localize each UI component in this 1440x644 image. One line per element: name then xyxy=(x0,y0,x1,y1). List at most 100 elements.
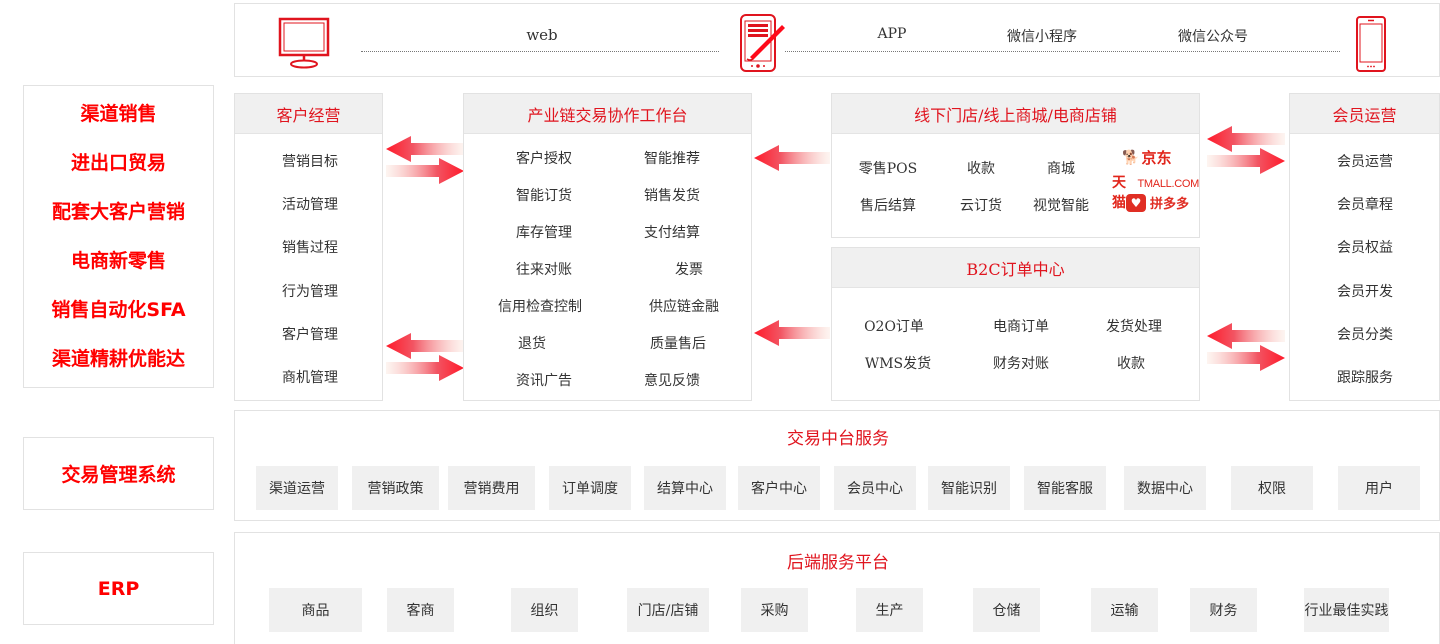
channel-app-label: APP xyxy=(877,26,907,42)
service-chip[interactable]: 智能识别 xyxy=(928,466,1010,510)
tmall-en-text: TMALL.COM xyxy=(1137,178,1200,190)
stores-item: 商城 xyxy=(1047,161,1075,177)
service-chip[interactable]: 门店/店铺 xyxy=(627,588,709,632)
service-chip[interactable]: 渠道运营 xyxy=(256,466,338,510)
scenario-label: 销售自动化SFA xyxy=(51,298,186,321)
transaction-system-box: 交易管理系统 xyxy=(23,437,214,510)
channel-bar: web APP 微信小程序 微信公众号 xyxy=(234,3,1440,77)
channel-wechat-official-label: 微信公众号 xyxy=(1178,29,1248,45)
b2c-item: 收款 xyxy=(1117,356,1145,372)
service-chip[interactable]: 商品 xyxy=(269,588,362,632)
member-ops-item: 会员权益 xyxy=(1337,240,1393,256)
workbench-item: 智能推荐 xyxy=(644,151,700,167)
bidirectional-arrow-icon xyxy=(1207,322,1285,372)
bidirectional-arrow-icon xyxy=(386,135,464,185)
jd-logo-text: 京东 xyxy=(1141,149,1172,167)
scenario-label: 渠道精耕优能达 xyxy=(51,347,185,370)
stores-item: 视觉智能 xyxy=(1033,198,1089,214)
bidirectional-arrow-icon xyxy=(1207,125,1285,175)
workbench-item: 发票 xyxy=(675,262,703,278)
scenario-label: 电商新零售 xyxy=(70,249,166,272)
b2c-title: B2C订单中心 xyxy=(832,248,1199,288)
customer-ops-item: 活动管理 xyxy=(282,197,338,213)
workbench-item: 资讯广告 xyxy=(516,373,572,389)
customer-ops-panel: 客户经营 营销目标 活动管理 销售过程 行为管理 客户管理 商机管理 xyxy=(234,93,383,401)
member-ops-item: 会员分类 xyxy=(1337,327,1393,343)
b2c-item: O2O订单 xyxy=(864,319,924,335)
member-ops-item: 跟踪服务 xyxy=(1337,370,1393,386)
customer-ops-item: 营销目标 xyxy=(282,154,338,170)
service-chip[interactable]: 结算中心 xyxy=(644,466,726,510)
b2c-item: 财务对账 xyxy=(993,356,1049,372)
service-chip[interactable]: 数据中心 xyxy=(1124,466,1206,510)
middle-platform-panel: 交易中台服务 渠道运营 营销政策 营销费用 订单调度 结算中心 客户中心 会员中… xyxy=(234,410,1440,521)
erp-box: ERP xyxy=(23,552,214,625)
bidirectional-arrow-icon xyxy=(386,332,464,382)
scenario-label: 进出口贸易 xyxy=(70,151,166,174)
workbench-item: 库存管理 xyxy=(516,225,572,241)
backend-platform-chips: 商品 客商 组织 门店/店铺 采购 生产 仓储 运输 财务 行业最佳实践 xyxy=(235,588,1439,632)
member-ops-panel: 会员运营 会员运营 会员章程 会员权益 会员开发 会员分类 跟踪服务 xyxy=(1289,93,1440,401)
erp-label: ERP xyxy=(97,577,140,600)
workbench-item: 支付结算 xyxy=(644,225,700,241)
scenario-label: 配套大客户营销 xyxy=(51,200,185,223)
smartphone-icon xyxy=(1355,15,1387,73)
desktop-monitor-icon xyxy=(277,17,333,69)
service-chip[interactable]: 营销费用 xyxy=(448,466,535,510)
service-chip[interactable]: 财务 xyxy=(1190,588,1257,632)
service-chip[interactable]: 行业最佳实践 xyxy=(1304,588,1389,632)
service-chip[interactable]: 客户中心 xyxy=(738,466,820,510)
service-chip[interactable]: 仓储 xyxy=(973,588,1040,632)
service-chip[interactable]: 用户 xyxy=(1338,466,1420,510)
customer-ops-title: 客户经营 xyxy=(235,94,382,134)
b2c-item: 电商订单 xyxy=(993,319,1049,335)
scenario-label: 渠道销售 xyxy=(80,102,157,125)
service-chip[interactable]: 组织 xyxy=(511,588,578,632)
middle-platform-chips: 渠道运营 营销政策 营销费用 订单调度 结算中心 客户中心 会员中心 智能识别 … xyxy=(235,466,1439,510)
service-chip[interactable]: 订单调度 xyxy=(549,466,631,510)
workbench-item: 智能订货 xyxy=(516,188,572,204)
stores-item: 收款 xyxy=(967,161,995,177)
stores-item: 零售POS xyxy=(858,161,918,177)
workbench-item: 客户授权 xyxy=(516,151,572,167)
workbench-item: 信用检查控制 xyxy=(498,299,582,315)
tmall-cn-text: 天猫 xyxy=(1112,175,1126,211)
workbench-item: 退货 xyxy=(518,336,546,352)
service-chip[interactable]: 权限 xyxy=(1231,466,1313,510)
b2c-order-panel: B2C订单中心 O2O订单 电商订单 发货处理 WMS发货 财务对账 收款 xyxy=(831,247,1200,401)
pinduoduo-logo: ♥ 拼多多 xyxy=(1126,193,1189,212)
b2c-item: WMS发货 xyxy=(864,356,932,372)
service-chip[interactable]: 会员中心 xyxy=(834,466,916,510)
customer-ops-item: 商机管理 xyxy=(282,370,338,386)
service-chip[interactable]: 营销政策 xyxy=(352,466,439,510)
pinduoduo-logo-text: 拼多多 xyxy=(1150,197,1190,212)
member-ops-item: 会员章程 xyxy=(1337,197,1393,213)
workbench-item: 销售发货 xyxy=(644,188,700,204)
service-chip[interactable]: 智能客服 xyxy=(1024,466,1106,510)
jd-logo: 🐕 京东 xyxy=(1122,147,1171,168)
middle-platform-title: 交易中台服务 xyxy=(787,429,889,449)
customer-ops-item: 销售过程 xyxy=(282,240,338,256)
workbench-title: 产业链交易协作工作台 xyxy=(464,94,751,134)
business-scenarios-box: 渠道销售 进出口贸易 配套大客户营销 电商新零售 销售自动化SFA 渠道精耕优能… xyxy=(23,85,214,388)
service-chip[interactable]: 采购 xyxy=(741,588,808,632)
stores-item: 售后结算 xyxy=(860,198,916,214)
jd-dog-icon: 🐕 xyxy=(1122,149,1140,166)
member-ops-title: 会员运营 xyxy=(1290,94,1439,134)
service-chip[interactable]: 客商 xyxy=(387,588,454,632)
stores-item: 云订货 xyxy=(960,198,1002,214)
stores-title: 线下门店/线上商城/电商店铺 xyxy=(832,94,1199,134)
service-chip[interactable]: 运输 xyxy=(1091,588,1158,632)
stores-panel: 线下门店/线上商城/电商店铺 零售POS 收款 商城 售后结算 云订货 视觉智能… xyxy=(831,93,1200,238)
workbench-item: 意见反馈 xyxy=(644,373,700,389)
service-chip[interactable]: 生产 xyxy=(856,588,923,632)
transaction-system-label: 交易管理系统 xyxy=(61,464,176,486)
workbench-item: 往来对账 xyxy=(516,262,572,278)
channel-wechat-miniprogram-label: 微信小程序 xyxy=(1007,29,1077,45)
pinduoduo-heart-icon: ♥ xyxy=(1126,193,1146,212)
dotted-connector xyxy=(785,51,1340,52)
left-arrow-icon xyxy=(754,145,830,171)
left-arrow-icon xyxy=(754,320,830,346)
tablet-pen-icon xyxy=(738,13,788,73)
tmall-logo: 天猫 TMALL.COM xyxy=(1112,172,1199,212)
